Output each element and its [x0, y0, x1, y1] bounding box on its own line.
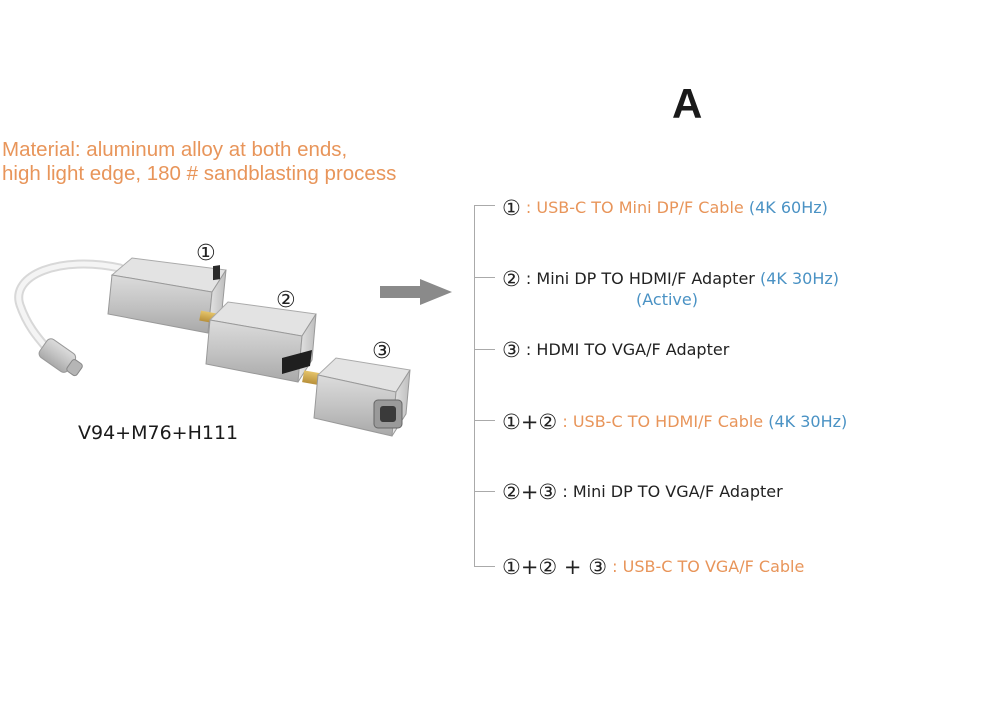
option-4-separator: :	[562, 412, 568, 431]
option-5-separator: :	[562, 482, 568, 501]
adapter-2-hdmi	[199, 301, 317, 383]
adapter-2-number: ②	[276, 288, 296, 313]
option-2-spec-active: (Active)	[636, 290, 698, 309]
option-row-4: ①+② : USB-C TO HDMI/F Cable (4K 30Hz)	[502, 411, 847, 433]
usb-c-cable	[14, 259, 125, 377]
option-4-spec: (4K 30Hz)	[768, 412, 848, 431]
adapter-1-number: ①	[196, 241, 216, 266]
option-2-name: Mini DP TO HDMI/F Adapter	[536, 269, 755, 288]
option-6-name: USB-C TO VGA/F Cable	[622, 557, 805, 576]
option-1-prefix: ①	[502, 196, 521, 220]
arrow-right-icon	[380, 279, 452, 305]
material-line-2: high light edge, 180 # sandblasting proc…	[2, 162, 397, 185]
adapter-3-number: ③	[372, 339, 392, 364]
option-5-prefix: ②+③	[502, 480, 558, 504]
option-3-separator: :	[525, 340, 532, 359]
option-6-separator: :	[612, 557, 618, 576]
material-description: Material: aluminum alloy at both ends, h…	[2, 138, 396, 186]
options-bracket	[474, 205, 495, 567]
option-2-separator: :	[525, 269, 532, 288]
section-title: A	[672, 80, 703, 127]
option-row-5: ②+③ : Mini DP TO VGA/F Adapter	[502, 481, 783, 503]
model-code: V94+M76+H111	[78, 422, 239, 444]
option-4-prefix: ①+②	[502, 410, 558, 434]
option-row-1: ① : USB-C TO Mini DP/F Cable (4K 60Hz)	[502, 197, 828, 219]
option-1-separator: :	[525, 198, 532, 217]
option-row-6: ①+② + ③ : USB-C TO VGA/F Cable	[502, 556, 804, 578]
option-2-prefix: ②	[502, 267, 521, 291]
option-3-prefix: ③	[502, 338, 521, 362]
option-row-2: ② : Mini DP TO HDMI/F Adapter (4K 30Hz)	[502, 268, 839, 290]
option-1-name: USB-C TO Mini DP/F Cable	[536, 198, 744, 217]
option-3-name: HDMI TO VGA/F Adapter	[536, 340, 730, 359]
option-1-spec: (4K 60Hz)	[748, 198, 828, 217]
option-5-name: Mini DP TO VGA/F Adapter	[572, 482, 783, 501]
adapter-3-vga	[302, 357, 411, 437]
option-4-name: USB-C TO HDMI/F Cable	[572, 412, 764, 431]
material-line-1: Material: aluminum alloy at both ends,	[2, 138, 348, 161]
option-2-spec: (4K 30Hz)	[759, 269, 839, 288]
option-row-3: ③ : HDMI TO VGA/F Adapter	[502, 339, 729, 361]
option-6-prefix: ①+② + ③	[502, 555, 608, 579]
adapter-product-image	[14, 257, 411, 437]
